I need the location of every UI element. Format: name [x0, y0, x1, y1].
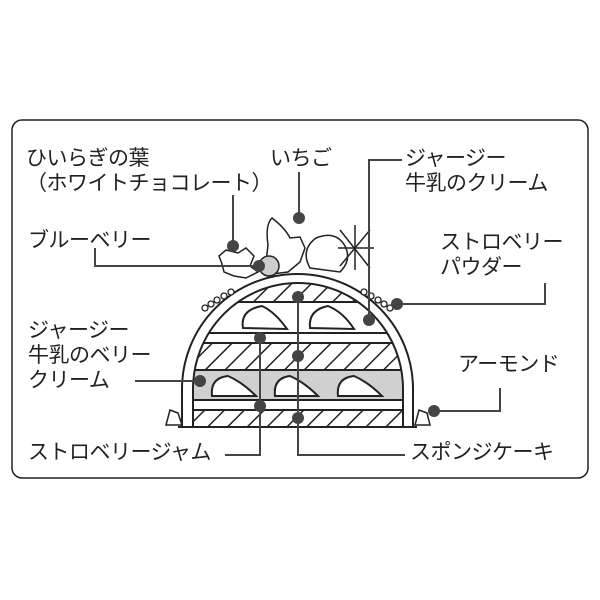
almond-right: [414, 409, 431, 426]
leader-lines: [94, 159, 546, 456]
label-line: ひいらぎの葉: [26, 146, 150, 170]
strawberry-topping: [305, 234, 349, 273]
label-line: クリーム: [28, 368, 110, 392]
label-line: ジャージー: [28, 318, 130, 342]
label-line: （ホワイトチョコレート）: [26, 171, 273, 195]
label-jersey-cream: ジャージー 牛乳のクリーム: [405, 146, 548, 196]
frame: [11, 119, 589, 479]
label-line: ジャージー: [405, 146, 507, 170]
leader-dots: [194, 212, 440, 424]
label-strawberry: いちご: [270, 146, 332, 170]
jam-strip-bottom: [193, 399, 403, 411]
label-line: ストロベリー: [440, 230, 564, 254]
label-line: 牛乳のクリーム: [405, 171, 548, 195]
label-line: パウダー: [440, 255, 523, 279]
label-line: 牛乳のベリー: [28, 343, 152, 367]
label-berry-cream: ジャージー 牛乳のベリー クリーム: [28, 318, 152, 393]
label-almond: アーモンド: [458, 352, 560, 376]
jam-strip-top: [193, 332, 403, 344]
holly-leaf-left: [218, 247, 260, 279]
powder-beads: [201, 288, 394, 312]
almond-left: [165, 409, 184, 426]
label-strawberry-jam: ストロベリージャム: [28, 440, 212, 464]
label-holly-leaf: ひいらぎの葉 （ホワイトチョコレート）: [26, 146, 273, 196]
strawberry-slices: [210, 304, 385, 397]
label-blueberry: ブルーベリー: [28, 228, 152, 252]
label-strawberry-powder: ストロベリー パウダー: [440, 230, 564, 280]
label-sponge-cake: スポンジケーキ: [410, 440, 554, 464]
